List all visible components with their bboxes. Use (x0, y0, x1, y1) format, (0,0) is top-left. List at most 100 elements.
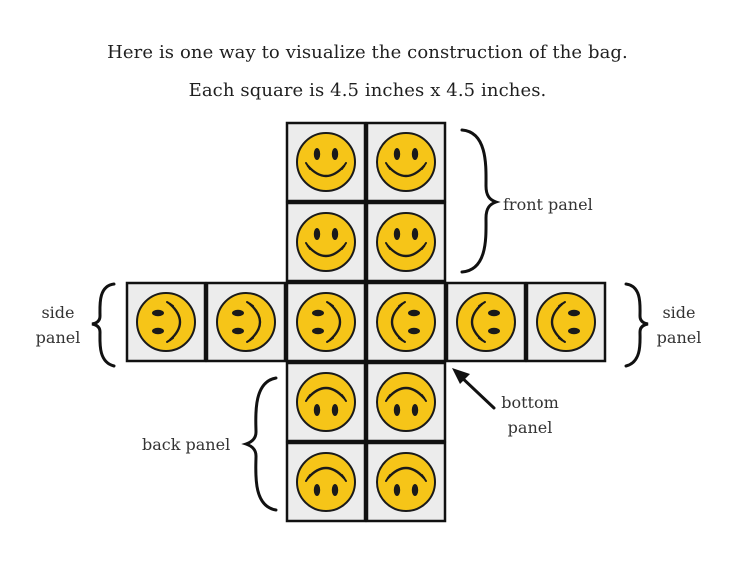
fabric-square (365, 121, 447, 203)
mouth-dimple-left (246, 337, 254, 343)
face-circle (376, 372, 436, 432)
right-eye (232, 309, 244, 317)
left-eye (411, 484, 419, 496)
mouth-dimple-left (341, 474, 347, 482)
smile-mouth (306, 244, 346, 258)
face-circle (376, 452, 436, 512)
left-eye (312, 327, 324, 335)
smile-mouth (390, 302, 404, 342)
smiley-face-icon (296, 372, 356, 432)
smiley-face-icon (376, 212, 436, 272)
mouth-dimple-right (385, 474, 391, 482)
smiley-face-icon (216, 292, 276, 352)
back-panel-label: back panel (142, 435, 231, 454)
front-panel-label: front panel (503, 195, 593, 214)
mouth-dimple-right (246, 301, 254, 307)
side-panel-left-brace (91, 282, 116, 368)
right-eye (568, 327, 580, 335)
mouth-dimple-left (305, 162, 311, 170)
smiley-face-icon (296, 292, 356, 352)
fabric-square (285, 441, 367, 523)
left-eye (152, 327, 164, 335)
face-circle (136, 292, 196, 352)
face-circle (296, 212, 356, 272)
bottom-panel-arrow-head (452, 368, 470, 384)
left-eye (408, 309, 420, 317)
smile-mouth (328, 302, 342, 342)
mouth-dimple-left (326, 337, 334, 343)
right-eye (411, 148, 419, 160)
right-eye (331, 148, 339, 160)
fabric-square (205, 281, 287, 363)
smile-mouth (386, 386, 426, 400)
smile-mouth (168, 302, 182, 342)
mouth-dimple-left (341, 394, 347, 402)
right-eye (393, 484, 401, 496)
back-panel-brace (241, 376, 278, 512)
smile-mouth (386, 244, 426, 258)
fabric-square (365, 201, 447, 283)
smiley-face-icon (456, 292, 516, 352)
smile-mouth (386, 164, 426, 178)
left-eye (568, 309, 580, 317)
mouth-dimple-right (326, 301, 334, 307)
side-panel-right-brace (624, 282, 649, 368)
smiley-face-icon (296, 132, 356, 192)
smiley-face-icon (136, 292, 196, 352)
face-circle (376, 292, 436, 352)
front-panel-brace (460, 128, 501, 274)
mouth-dimple-right (398, 337, 406, 343)
smile-mouth (470, 302, 484, 342)
mouth-dimple-left (421, 474, 427, 482)
fabric-square (125, 281, 207, 363)
face-circle (216, 292, 276, 352)
mouth-dimple-left (385, 242, 391, 250)
smiley-face-icon (376, 372, 436, 432)
right-eye (331, 228, 339, 240)
face-circle (536, 292, 596, 352)
right-eye (393, 404, 401, 416)
fabric-square (285, 201, 367, 283)
left-eye (331, 404, 339, 416)
right-eye (408, 327, 420, 335)
smiley-face-icon (296, 452, 356, 512)
side-panel-left-label: side panel (34, 300, 82, 350)
fabric-square (285, 361, 367, 443)
mouth-dimple-left (398, 301, 406, 307)
mouth-dimple-right (421, 162, 427, 170)
left-eye (313, 228, 321, 240)
right-eye (152, 309, 164, 317)
smile-mouth (550, 302, 564, 342)
mouth-dimple-right (166, 301, 174, 307)
fabric-square (365, 281, 447, 363)
face-circle (296, 132, 356, 192)
side-panel-left-label-line1: side (41, 303, 75, 322)
side-panel-left-label-line2: panel (35, 328, 81, 347)
left-eye (393, 228, 401, 240)
left-eye (488, 309, 500, 317)
fabric-square (285, 281, 367, 363)
fabric-square (445, 281, 527, 363)
fabric-square (365, 361, 447, 443)
smile-mouth (306, 466, 346, 480)
mouth-dimple-right (341, 162, 347, 170)
right-eye (313, 484, 321, 496)
mouth-dimple-left (385, 162, 391, 170)
face-circle (376, 212, 436, 272)
face-circle (376, 132, 436, 192)
right-eye (312, 309, 324, 317)
mouth-dimple-left (421, 394, 427, 402)
bottom-panel-label-line1: bottom (501, 393, 559, 412)
side-panel-right-label: side panel (652, 300, 706, 350)
mouth-dimple-left (166, 337, 174, 343)
smile-mouth (306, 164, 346, 178)
smile-mouth (386, 466, 426, 480)
right-eye (411, 228, 419, 240)
smiley-face-icon (376, 452, 436, 512)
title-line-1: Here is one way to visualize the constru… (107, 42, 628, 63)
side-panel-right-label-line1: side (662, 303, 696, 322)
mouth-dimple-right (305, 474, 311, 482)
right-eye (313, 404, 321, 416)
